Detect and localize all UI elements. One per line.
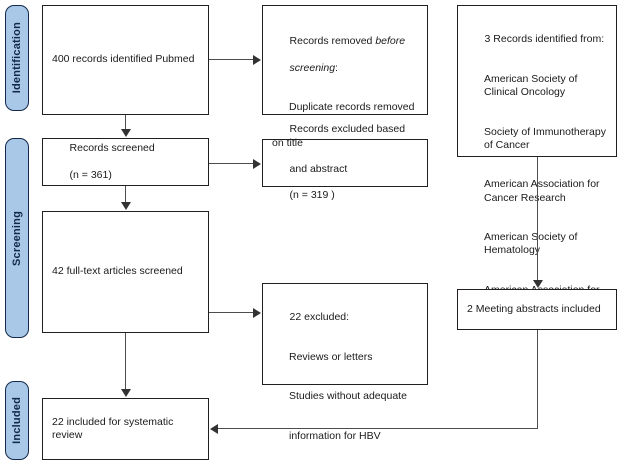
stage-bar-identification: Identification	[5, 5, 29, 111]
box-included-for-systematic-review: 22 included for systematic review	[42, 398, 209, 460]
full-text-excluded-heading: 22 excluded:	[289, 311, 350, 324]
arrowhead-fulltext-to-excluded	[253, 308, 261, 318]
box-records-screened: Records screened (n = 361)	[42, 138, 209, 186]
connector-fulltext-to-excluded	[209, 312, 254, 314]
arrowhead-screened-to-fulltext	[121, 202, 131, 210]
connector-meeting-abstracts-down	[537, 330, 539, 429]
arrowhead-screened-to-excluded	[253, 159, 261, 169]
records-removed-line2-italic: screening	[289, 61, 336, 74]
identified-pubmed-text: 400 records identified Pubmed	[52, 53, 195, 66]
box-full-text-articles-screened: 42 full-text articles screened	[42, 211, 209, 333]
stage-label-included: Included	[11, 397, 23, 444]
connector-meeting-abstracts-to-included	[218, 428, 538, 430]
arrowhead-identified-to-screened	[121, 129, 131, 137]
records-screened-count: (n = 361)	[69, 168, 112, 181]
stage-label-identification: Identification	[11, 22, 23, 94]
connector-identified-to-screened	[125, 115, 127, 130]
full-text-screened-text: 42 full-text articles screened	[52, 265, 183, 278]
other-sources-item-3: American Society of Hematology	[484, 231, 581, 257]
other-sources-heading: 3 Records identified from:	[484, 33, 605, 46]
other-sources-item-2: American Association for Cancer Research	[484, 178, 603, 204]
records-excluded-line2: and abstract	[289, 163, 348, 175]
full-text-excluded-reason-line-2: information for HBV	[289, 430, 381, 443]
arrowhead-sources-to-meeting-abstracts	[533, 280, 543, 288]
stage-bar-screening: Screening	[5, 138, 29, 338]
connector-screened-to-fulltext	[125, 186, 127, 203]
other-sources-item-0: American Society of Clinical Oncology	[484, 72, 581, 99]
box-full-text-excluded: 22 excluded: Reviews or letters Studies …	[262, 283, 428, 442]
connector-identified-to-removed	[209, 59, 254, 61]
records-screened-label: Records screened	[69, 142, 155, 155]
records-removed-line2-suffix: :	[335, 61, 338, 74]
records-excluded-count: (n = 319 )	[289, 189, 335, 202]
connector-fulltext-to-included	[125, 333, 127, 390]
full-text-excluded-reason-line-1: Studies without adequate	[289, 390, 407, 403]
records-removed-duplicate-label: Duplicate records removed	[289, 101, 415, 114]
other-sources-item-1: Society of Immunotherapy of Cancer	[484, 125, 609, 151]
included-review-text: 22 included for systematic review	[52, 415, 177, 441]
box-meeting-abstracts-included: 2 Meeting abstracts included	[457, 289, 617, 330]
box-records-identified-other-sources: 3 Records identified from: American Soci…	[457, 5, 617, 322]
stage-label-screening: Screening	[11, 210, 23, 266]
records-excluded-line1: Records excluded based on title	[272, 123, 409, 149]
stage-bar-included: Included	[5, 381, 29, 460]
box-records-removed-before-screening: Records removed before screening: Duplic…	[262, 5, 428, 153]
connector-screened-to-excluded	[209, 163, 254, 165]
box-identified-pubmed: 400 records identified Pubmed	[42, 5, 209, 115]
records-removed-line1-prefix: Records removed	[289, 35, 376, 48]
arrowhead-identified-to-removed	[253, 55, 261, 65]
arrowhead-fulltext-to-included	[121, 389, 131, 397]
box-records-excluded-title-abstract: Records excluded based on title and abst…	[262, 123, 428, 201]
arrowhead-meeting-abstracts-to-included	[210, 424, 218, 434]
connector-sources-to-meeting-abstracts	[537, 157, 539, 281]
meeting-abstracts-text: 2 Meeting abstracts included	[467, 302, 601, 315]
full-text-excluded-reason-line-0: Reviews or letters	[289, 350, 373, 363]
records-removed-line1-italic: before	[375, 35, 406, 48]
